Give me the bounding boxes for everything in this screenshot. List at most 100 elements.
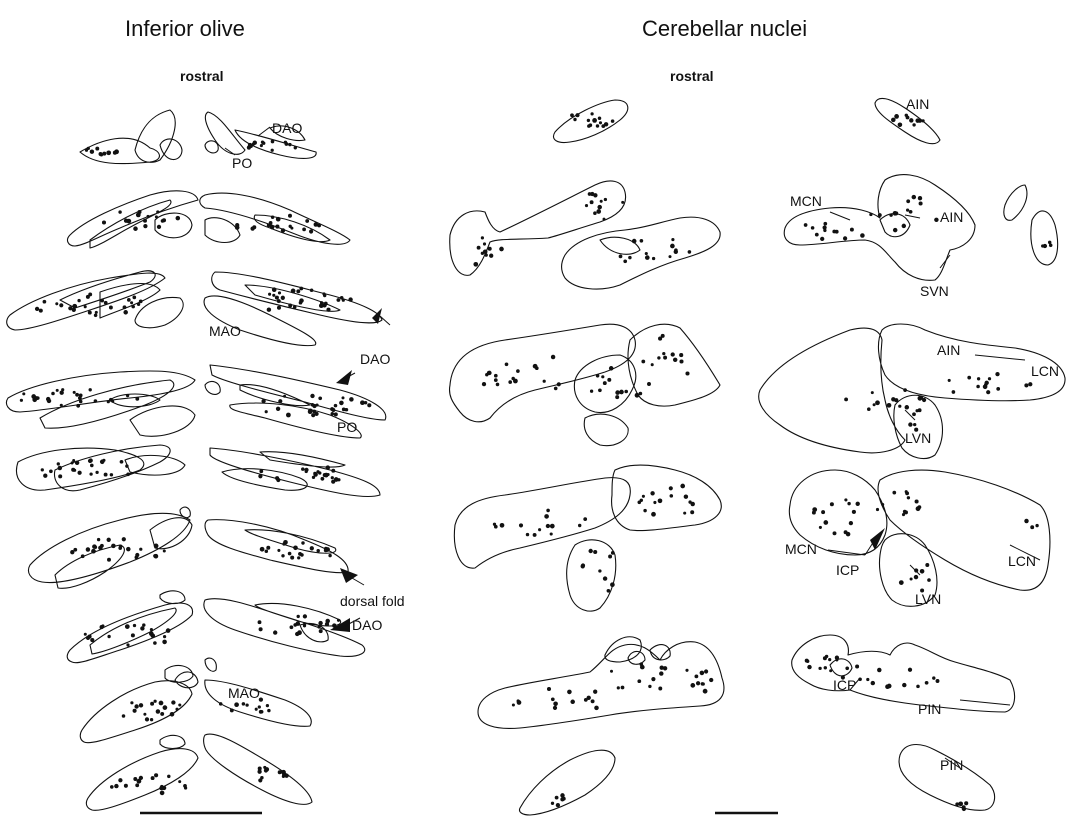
neuron-dot bbox=[598, 388, 602, 392]
neuron-dot bbox=[873, 403, 876, 406]
neuron-dot bbox=[142, 623, 145, 626]
neuron-dot bbox=[150, 702, 154, 706]
neuron-dot bbox=[100, 299, 104, 303]
neuron-dot bbox=[130, 301, 133, 304]
neuron-dot bbox=[59, 303, 63, 307]
neuron-dot bbox=[570, 113, 574, 117]
neuron-dot bbox=[925, 681, 929, 685]
neuron-dot bbox=[906, 199, 910, 203]
label-po-2: PO bbox=[337, 419, 357, 435]
structure-labels: DAO PO MAO DAO PO dorsal fold DAO MAO AI… bbox=[209, 96, 1059, 773]
neuron-dot bbox=[163, 705, 168, 710]
neuron-dot bbox=[219, 702, 223, 706]
neuron-dot bbox=[72, 308, 76, 312]
neuron-dot bbox=[811, 226, 815, 230]
nuclei-section-2-left bbox=[450, 181, 720, 289]
olive-section-4-left bbox=[7, 371, 196, 436]
neuron-dot bbox=[305, 470, 308, 473]
neuron-dot bbox=[590, 200, 594, 204]
neuron-dot bbox=[75, 461, 79, 465]
neuron-dot bbox=[334, 404, 338, 408]
neuron-dot bbox=[829, 669, 832, 672]
neuron-dot bbox=[268, 293, 271, 296]
neuron-dot bbox=[641, 360, 645, 364]
neuron-dot bbox=[1048, 241, 1051, 244]
neuron-dot bbox=[556, 803, 560, 807]
neuron-dot bbox=[326, 465, 330, 469]
neuron-dot bbox=[996, 387, 1000, 391]
neuron-dot bbox=[642, 495, 645, 498]
neuron-dot bbox=[242, 702, 246, 706]
neuron-dot bbox=[964, 801, 968, 805]
neuron-dot bbox=[658, 337, 662, 341]
neuron-dot bbox=[876, 508, 879, 511]
neuron-dot bbox=[267, 709, 270, 712]
olive-section-7-left bbox=[67, 591, 192, 663]
neuron-dot bbox=[1024, 519, 1028, 523]
neuron-dot bbox=[288, 552, 292, 556]
neuron-dot bbox=[688, 500, 691, 503]
neuron-dot bbox=[640, 662, 644, 666]
neuron-dot bbox=[303, 624, 306, 627]
neuron-dot bbox=[700, 671, 705, 676]
neuron-dot bbox=[600, 200, 603, 203]
neuron-dot bbox=[508, 380, 512, 384]
neuron-dot bbox=[553, 702, 558, 707]
neuron-dot bbox=[109, 306, 113, 310]
neuron-dot bbox=[598, 116, 602, 120]
neuron-dot bbox=[555, 796, 559, 800]
neuron-dot bbox=[875, 400, 880, 405]
neuron-dot bbox=[679, 353, 683, 357]
neuron-dot bbox=[323, 294, 326, 297]
neuron-dot bbox=[151, 776, 155, 780]
neuron-dot bbox=[608, 555, 612, 559]
label-pin-2: PIN bbox=[940, 757, 963, 773]
neuron-dot bbox=[594, 706, 599, 711]
neuron-dot bbox=[135, 397, 139, 401]
label-dao-2: DAO bbox=[360, 351, 390, 367]
nuclei-section-5-right bbox=[792, 635, 1015, 712]
neuron-dot bbox=[551, 697, 555, 701]
neuron-dot bbox=[593, 211, 597, 215]
neuron-dot bbox=[139, 776, 143, 780]
neuron-dot bbox=[603, 218, 606, 221]
neuron-dot bbox=[958, 801, 963, 806]
neuron-dot bbox=[701, 682, 705, 686]
neuron-dot bbox=[683, 512, 686, 515]
neuron-dot bbox=[293, 305, 297, 309]
neuron-dot bbox=[843, 236, 847, 240]
neuron-dot bbox=[690, 683, 695, 688]
neuron-dot bbox=[674, 248, 678, 252]
neuron-dot bbox=[599, 121, 602, 124]
neuron-dot bbox=[551, 802, 554, 805]
neuron-dot bbox=[331, 476, 334, 479]
neuron-dot bbox=[967, 376, 971, 380]
neuron-dot bbox=[962, 805, 966, 809]
neuron-dot bbox=[100, 544, 104, 548]
neuron-dot bbox=[146, 215, 149, 218]
neuron-dot bbox=[81, 554, 85, 558]
neuron-dot bbox=[806, 660, 809, 663]
neuron-dot bbox=[653, 501, 656, 504]
neuron-dot bbox=[305, 219, 309, 223]
neuron-dot bbox=[344, 408, 347, 411]
neuron-dot bbox=[598, 569, 601, 572]
neuron-dot bbox=[260, 144, 263, 147]
neuron-dot bbox=[645, 255, 650, 260]
neuron-dot bbox=[694, 674, 698, 678]
neuron-dot bbox=[619, 390, 624, 395]
neuron-dot bbox=[905, 114, 908, 117]
neuron-dot bbox=[573, 118, 576, 121]
neuron-dot bbox=[610, 582, 615, 587]
neuron-dot bbox=[481, 252, 484, 255]
neuron-dot bbox=[271, 140, 275, 144]
neuron-dot bbox=[125, 464, 128, 467]
neuron-dot bbox=[315, 412, 319, 416]
neuron-dot bbox=[601, 375, 604, 378]
neuron-dot bbox=[844, 397, 848, 401]
neuron-dot bbox=[296, 289, 300, 293]
neuron-dot bbox=[160, 712, 164, 716]
olive-section-6-left bbox=[29, 507, 193, 588]
neuron-dot bbox=[487, 371, 490, 374]
neuron-dot bbox=[892, 491, 896, 495]
